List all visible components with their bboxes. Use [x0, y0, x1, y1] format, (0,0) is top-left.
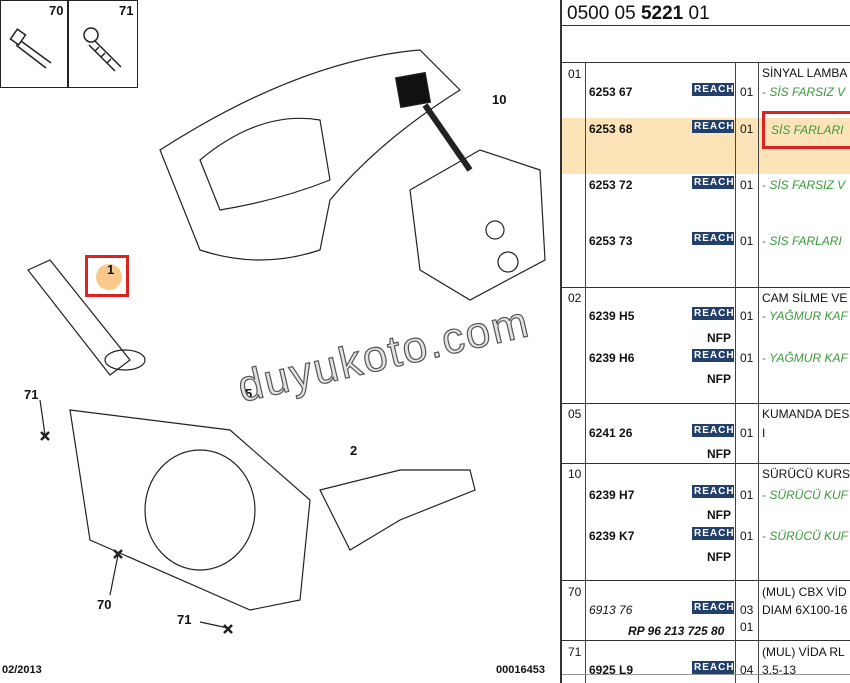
part-number[interactable]: 6239 H7 — [589, 488, 635, 502]
description-highlighted: SİS FARLARI — [762, 111, 850, 149]
group-ref: 02 — [568, 291, 582, 305]
part-number[interactable]: 6913 76 — [589, 603, 633, 617]
part-number[interactable]: 6253 72 — [589, 178, 633, 192]
callout-2[interactable]: 2 — [350, 443, 358, 458]
group-title: KUMANDA DES — [762, 407, 850, 421]
nfp-label: NFP — [707, 508, 731, 522]
wiper-stalk — [319, 469, 476, 551]
reach-badge: REACH — [692, 485, 735, 498]
description: - SİS FARSIZ V — [762, 178, 846, 192]
thumb-screw-70: 70 — [0, 0, 68, 88]
group-title: (MUL) VİDA RL — [762, 645, 845, 659]
diagram-date: 02/2013 — [2, 664, 42, 676]
description: I — [762, 426, 766, 440]
quantity: 01 — [740, 122, 754, 136]
switch-housing — [69, 409, 311, 611]
group-title: (MUL) CBX VİD — [762, 585, 847, 599]
group-title: SÜRÜCÜ KURS — [762, 467, 850, 481]
part-number[interactable]: 6239 K7 — [589, 529, 635, 543]
steering-column-switch-drawing — [27, 49, 546, 634]
nfp-label: NFP — [707, 447, 731, 461]
description: 3.5-13 — [762, 663, 797, 674]
callout-1[interactable]: 1 — [107, 262, 115, 277]
part-number[interactable]: 6925 L9 — [589, 663, 634, 674]
description: - SÜRÜCÜ KUF — [762, 488, 848, 502]
reach-badge: REACH — [692, 601, 735, 614]
reach-badge: REACH — [692, 527, 735, 540]
description: DIAM 6X100-16 — [762, 603, 848, 617]
quantity: 04 — [740, 663, 754, 674]
nfp-label: NFP — [707, 550, 731, 564]
group-ref: 10 — [568, 467, 582, 481]
part-number[interactable]: 6241 26 — [589, 426, 633, 440]
bolt-icon — [9, 28, 52, 69]
parts-table: 0500 05 5221 01 01 SİNYAL LAMBA 6253 67 R… — [560, 0, 850, 683]
diagram-plate-number: 00016453 — [496, 664, 545, 676]
part-number[interactable]: 6253 67 — [589, 85, 633, 99]
nfp-label: NFP — [707, 331, 731, 345]
quantity: 01 — [740, 85, 754, 99]
quantity: 01 — [740, 488, 754, 502]
dashboard-outline — [159, 49, 461, 261]
group-ref: 70 — [568, 585, 582, 599]
description: - SÜRÜCÜ KUF — [762, 529, 848, 543]
part-number[interactable]: 6253 68 — [589, 122, 633, 136]
group-ref: 71 — [568, 645, 582, 659]
alt-part-number[interactable]: RP 96 213 725 80 — [628, 624, 725, 638]
quantity: 01 — [740, 426, 754, 440]
parts-diagram: 70 71 1 2 5 10 70 71 71 02/2013 00016453 — [0, 0, 546, 676]
callout-70[interactable]: 70 — [97, 597, 112, 612]
thumb-label-71: 71 — [119, 3, 134, 18]
part-number[interactable]: 6239 H5 — [589, 309, 635, 323]
description: - YAĞMUR KAF — [762, 351, 848, 365]
callout-71-bottom[interactable]: 71 — [177, 612, 192, 627]
quantity: 01 — [740, 351, 754, 365]
reach-badge: REACH — [692, 661, 735, 674]
quantity: 01 — [740, 234, 754, 248]
reach-badge: REACH — [692, 232, 735, 245]
reach-badge: REACH — [692, 307, 735, 320]
quantity: 01 — [740, 620, 754, 634]
control-panel — [409, 149, 546, 301]
screw-icon — [83, 27, 122, 72]
callout-71-left[interactable]: 71 — [24, 387, 39, 402]
callout-10[interactable]: 10 — [492, 92, 507, 107]
quantity: 01 — [740, 529, 754, 543]
quantity: 01 — [740, 178, 754, 192]
quantity: 01 — [740, 309, 754, 323]
part-number[interactable]: 6253 73 — [589, 234, 633, 248]
stalk-switch — [27, 259, 131, 376]
group-title: SİNYAL LAMBA — [762, 66, 848, 80]
description: - YAĞMUR KAF — [762, 309, 848, 323]
highlight-box-callout-1 — [85, 255, 129, 297]
catalog-reference: 0500 05 5221 01 — [567, 3, 710, 24]
nfp-label: NFP — [707, 372, 731, 386]
thumb-label-70: 70 — [49, 3, 64, 18]
table-row[interactable]: 6925 L9 REACH 04 3.5-13 — [562, 660, 850, 674]
reach-badge: REACH — [692, 176, 735, 189]
group-ref: 05 — [568, 407, 582, 421]
group-title: CAM SİLME VE — [762, 291, 848, 305]
quantity: 03 — [740, 603, 754, 617]
description: - SİS FARSIZ V — [762, 85, 846, 99]
thumb-screw-71: 71 — [68, 0, 138, 88]
reach-badge: REACH — [692, 83, 735, 96]
reach-badge: REACH — [692, 349, 735, 362]
group-ref: 01 — [568, 67, 582, 81]
part-number[interactable]: 6239 H6 — [589, 351, 635, 365]
reach-badge: REACH — [692, 424, 735, 437]
reach-badge: REACH — [692, 120, 735, 133]
callout-5[interactable]: 5 — [245, 386, 253, 401]
description: - SİS FARLARI — [762, 234, 842, 248]
